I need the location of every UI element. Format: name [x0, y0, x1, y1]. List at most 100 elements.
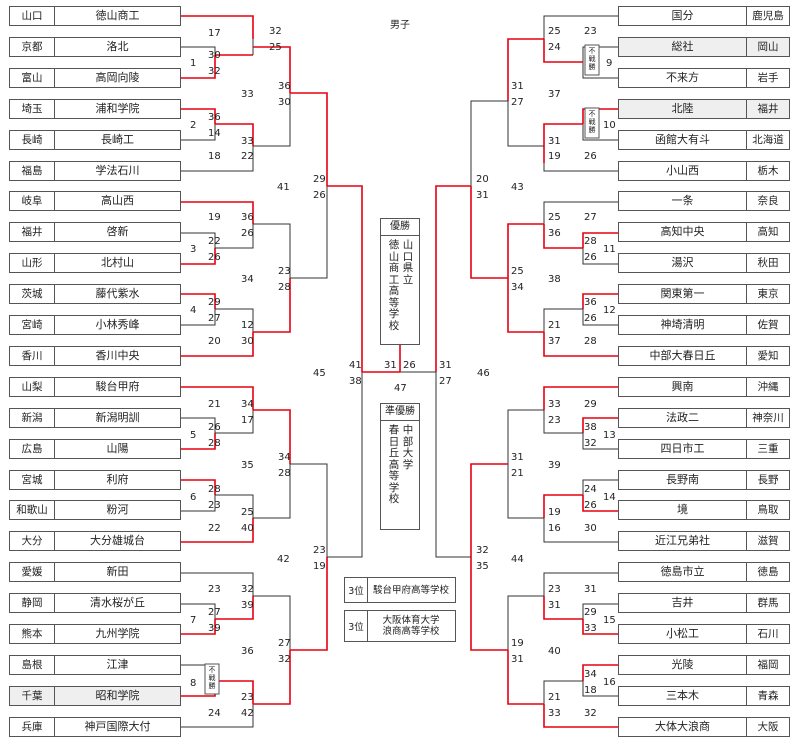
- school-name: 神戸国際大付: [84, 720, 151, 733]
- prefecture-label: 佐賀: [757, 319, 779, 331]
- school-name: 函館大有斗: [655, 133, 710, 146]
- bracket-line: [181, 704, 254, 728]
- bracket-line: [582, 62, 618, 79]
- score-label: 31: [548, 136, 561, 147]
- score-label: 33: [548, 708, 561, 719]
- prefecture-label: 島根: [21, 659, 43, 671]
- team-entry: 群馬吉井: [618, 593, 790, 613]
- school-name: 長崎工: [101, 133, 134, 146]
- score-label: 14: [208, 128, 221, 139]
- winner-path-line: [290, 557, 328, 651]
- cell-divider: [746, 192, 747, 210]
- cell-divider: [746, 285, 747, 303]
- bracket-line: [253, 223, 291, 278]
- score-label: 21: [208, 399, 221, 410]
- team-entry: 富山 高岡向陵: [9, 68, 181, 88]
- cell-divider: [54, 192, 55, 210]
- prefecture-label: 岡山: [757, 41, 779, 53]
- prefecture-label: 神奈川: [752, 412, 784, 424]
- bracket-line: [181, 46, 216, 55]
- team-entry: 鹿児島国分: [618, 6, 790, 26]
- runner-up-school: 春日丘高等学校: [388, 424, 400, 505]
- school-name: 湯沢: [671, 256, 694, 269]
- score-label: 26: [584, 151, 597, 162]
- score-label: 23: [548, 584, 561, 595]
- winner-path-line: [582, 417, 618, 433]
- winner-path-line: [181, 201, 254, 224]
- team-entry: 福井啓新: [9, 222, 181, 242]
- school-name: 四日市工: [660, 442, 705, 455]
- third-place-rank: 3位: [345, 578, 368, 602]
- bracket-line: [290, 463, 328, 557]
- winner-path-line: [181, 332, 254, 357]
- winner-path-line: [327, 185, 363, 372]
- score-label: 5: [190, 430, 197, 441]
- cell-divider: [54, 594, 55, 612]
- bracket-line: [435, 372, 471, 558]
- school-name: 神埼清明: [660, 318, 705, 331]
- score-label: 42: [241, 708, 254, 719]
- prefecture-label: 青森: [757, 690, 779, 702]
- team-entry: 岡山総社: [618, 37, 790, 57]
- score-label: 27: [439, 376, 452, 387]
- school-name: 清水桜が丘: [90, 596, 145, 609]
- score-label: 19: [313, 561, 326, 572]
- team-entry: 徳島徳島市立: [618, 562, 790, 582]
- winner-path-line: [543, 123, 583, 163]
- prefecture-label: 大分: [21, 535, 43, 547]
- prefecture-label: 新潟: [21, 412, 43, 424]
- winner-path-line: [181, 479, 216, 495]
- third-place-box: 3位 大阪体育大学 浪商高等学校: [344, 610, 456, 642]
- cell-divider: [54, 316, 55, 334]
- school-name: 高知中央: [660, 225, 705, 238]
- score-label: 39: [241, 600, 254, 611]
- bracket-line: [181, 417, 216, 433]
- winner-path-line: [253, 46, 291, 93]
- prefecture-label: 福井: [757, 103, 779, 115]
- bracket-line: [215, 224, 254, 249]
- score-label: 33: [584, 623, 597, 634]
- winner-path-line: [470, 557, 508, 651]
- score-label: 23: [208, 500, 221, 511]
- walkover-label: 不戦勝: [208, 666, 216, 690]
- prefecture-label: 北海道: [752, 134, 784, 146]
- score-label: 29: [584, 607, 597, 618]
- score-label: 26: [208, 422, 221, 433]
- score-label: 36: [241, 646, 254, 657]
- school-name: 三本木: [666, 689, 699, 702]
- score-label: 30: [278, 97, 291, 108]
- cell-divider: [746, 347, 747, 365]
- champion-prefecture: 山口県立: [402, 239, 414, 286]
- cell-divider: [746, 656, 747, 674]
- bracket-line: [543, 410, 583, 434]
- score-label: 31: [511, 81, 524, 92]
- cell-divider: [54, 656, 55, 674]
- cell-divider: [54, 7, 55, 25]
- prefecture-label: 奈良: [757, 195, 779, 207]
- prefecture-label: 香川: [21, 350, 43, 362]
- cell-divider: [54, 254, 55, 272]
- score-label: 44: [511, 554, 524, 565]
- school-name: 小山西: [666, 164, 699, 177]
- score-label: 38: [584, 422, 597, 433]
- prefecture-label: 広島: [21, 443, 43, 455]
- prefecture-label: 石川: [757, 628, 779, 640]
- prefecture-label: 茨城: [21, 288, 43, 300]
- bracket-line: [543, 518, 618, 543]
- prefecture-label: 富山: [21, 72, 43, 84]
- score-label: 23: [584, 26, 597, 37]
- score-label: 27: [208, 313, 221, 324]
- score-label: 31: [384, 360, 397, 371]
- winner-path-line: [181, 15, 254, 39]
- score-label: 39: [208, 623, 221, 634]
- score-label: 27: [278, 638, 291, 649]
- cell-divider: [54, 625, 55, 643]
- cell-divider: [746, 501, 747, 519]
- team-entry: 宮城利府: [9, 470, 181, 490]
- cell-divider: [746, 131, 747, 149]
- school-name: 高岡向陵: [95, 71, 140, 84]
- bracket-line: [253, 595, 291, 650]
- score-label: 28: [208, 484, 221, 495]
- prefecture-label: 静岡: [21, 597, 43, 609]
